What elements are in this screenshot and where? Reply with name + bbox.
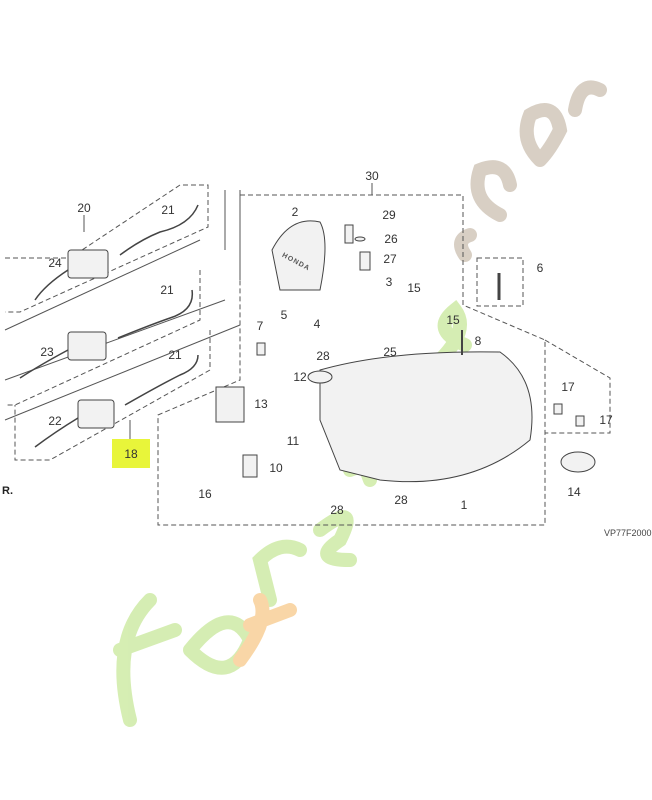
wire-spool-14	[560, 451, 596, 473]
callout-28: 28	[394, 493, 408, 507]
callout-24: 24	[48, 256, 62, 270]
callout-4: 4	[313, 317, 321, 331]
group-6-border	[476, 257, 524, 307]
clip-17b	[575, 415, 585, 427]
cover-10	[242, 454, 258, 478]
callout-15: 15	[407, 281, 421, 295]
base-plate-1	[319, 351, 533, 483]
callout-27: 27	[383, 252, 397, 266]
figure-code: VP77F2000E	[604, 528, 652, 538]
collar-27	[359, 251, 371, 271]
callout-15: 15	[446, 313, 460, 327]
callout-25: 25	[383, 345, 397, 359]
watermark-suffix-shape	[454, 80, 607, 262]
callout-20: 20	[77, 201, 91, 215]
group-23-border	[5, 270, 201, 406]
callout-12: 12	[293, 370, 307, 384]
callout-16: 16	[198, 487, 212, 501]
callout-28: 28	[316, 349, 330, 363]
cover-2	[271, 220, 326, 291]
washer-26	[354, 236, 366, 242]
callout-13: 13	[254, 397, 268, 411]
callout-23: 23	[40, 345, 54, 359]
callout-30: 30	[365, 169, 379, 183]
edge-mark: R.	[2, 485, 13, 497]
cables	[19, 204, 199, 448]
transformer-22	[77, 399, 115, 429]
callout-28: 28	[330, 503, 344, 517]
parts	[67, 220, 596, 483]
callout-8: 8	[474, 334, 482, 348]
group-30-border	[157, 194, 546, 526]
callout-3: 3	[385, 275, 393, 289]
callout-18-highlighted[interactable]: 18	[112, 439, 150, 468]
bolt-29	[344, 224, 354, 244]
board-13	[215, 386, 245, 423]
callout-1: 1	[460, 498, 468, 512]
callout-22: 22	[48, 414, 62, 428]
callout-21: 21	[161, 203, 175, 217]
clip-17a	[553, 403, 563, 415]
callout-5: 5	[280, 308, 288, 322]
transformer-23	[67, 331, 107, 361]
callout-6: 6	[536, 261, 544, 275]
callout-26: 26	[384, 232, 398, 246]
group-17-border	[544, 339, 611, 434]
callout-17: 17	[599, 413, 613, 427]
group-20-border	[5, 184, 209, 313]
watermark-accent-shape	[233, 593, 297, 667]
group-lines	[4, 183, 373, 439]
callout-14: 14	[567, 485, 581, 499]
callout-17: 17	[561, 380, 575, 394]
callout-7: 7	[256, 319, 264, 333]
seal-12	[307, 370, 333, 384]
callout-21: 21	[168, 348, 182, 362]
callout-2: 2	[291, 205, 299, 219]
callout-29: 29	[382, 208, 396, 222]
callout-10: 10	[269, 461, 283, 475]
callout-11: 11	[286, 434, 300, 448]
transformer-24	[67, 249, 109, 279]
callout-21: 21	[160, 283, 174, 297]
group-22-border	[14, 330, 211, 461]
clip-7	[256, 342, 266, 356]
